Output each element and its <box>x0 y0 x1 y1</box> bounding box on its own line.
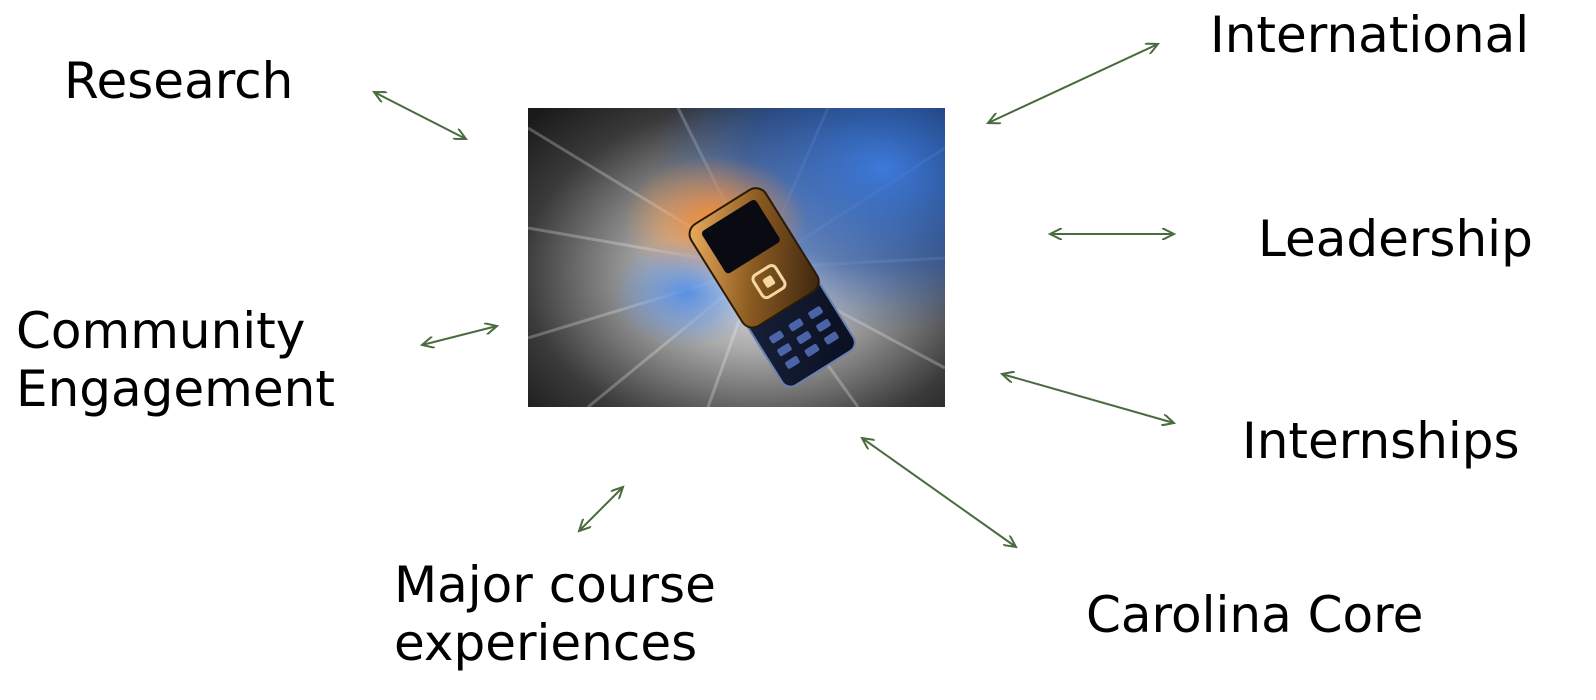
arrow-major-course <box>579 487 623 531</box>
label-major-line1: Major course <box>394 556 716 614</box>
phone-image <box>528 108 945 407</box>
label-community-line2: Engagement <box>16 360 335 418</box>
label-leadership: Leadership <box>1258 210 1533 268</box>
label-major-line2: experiences <box>394 614 698 672</box>
label-international-text: International <box>1210 6 1530 64</box>
arrow-international <box>988 44 1158 123</box>
label-community-line1: Community <box>16 302 306 360</box>
arrow-research <box>374 92 466 139</box>
label-international: International <box>1210 6 1529 64</box>
label-community-engagement: Community Engagement <box>16 302 335 418</box>
label-research: Research <box>64 52 293 110</box>
arrow-carolina-core <box>862 438 1016 547</box>
mobile-phone-icon <box>528 108 945 407</box>
arrow-community <box>422 326 497 345</box>
label-internships-text: Internships <box>1242 412 1520 470</box>
arrow-internships <box>1002 374 1174 423</box>
label-internships: Internships <box>1242 412 1520 470</box>
label-major-course-experiences: Major course experiences <box>394 556 716 672</box>
label-leadership-text: Leadership <box>1258 210 1533 268</box>
label-research-text: Research <box>64 52 294 110</box>
label-carolina-core: Carolina Core <box>1086 586 1423 644</box>
label-carolina-core-text: Carolina Core <box>1086 586 1424 644</box>
